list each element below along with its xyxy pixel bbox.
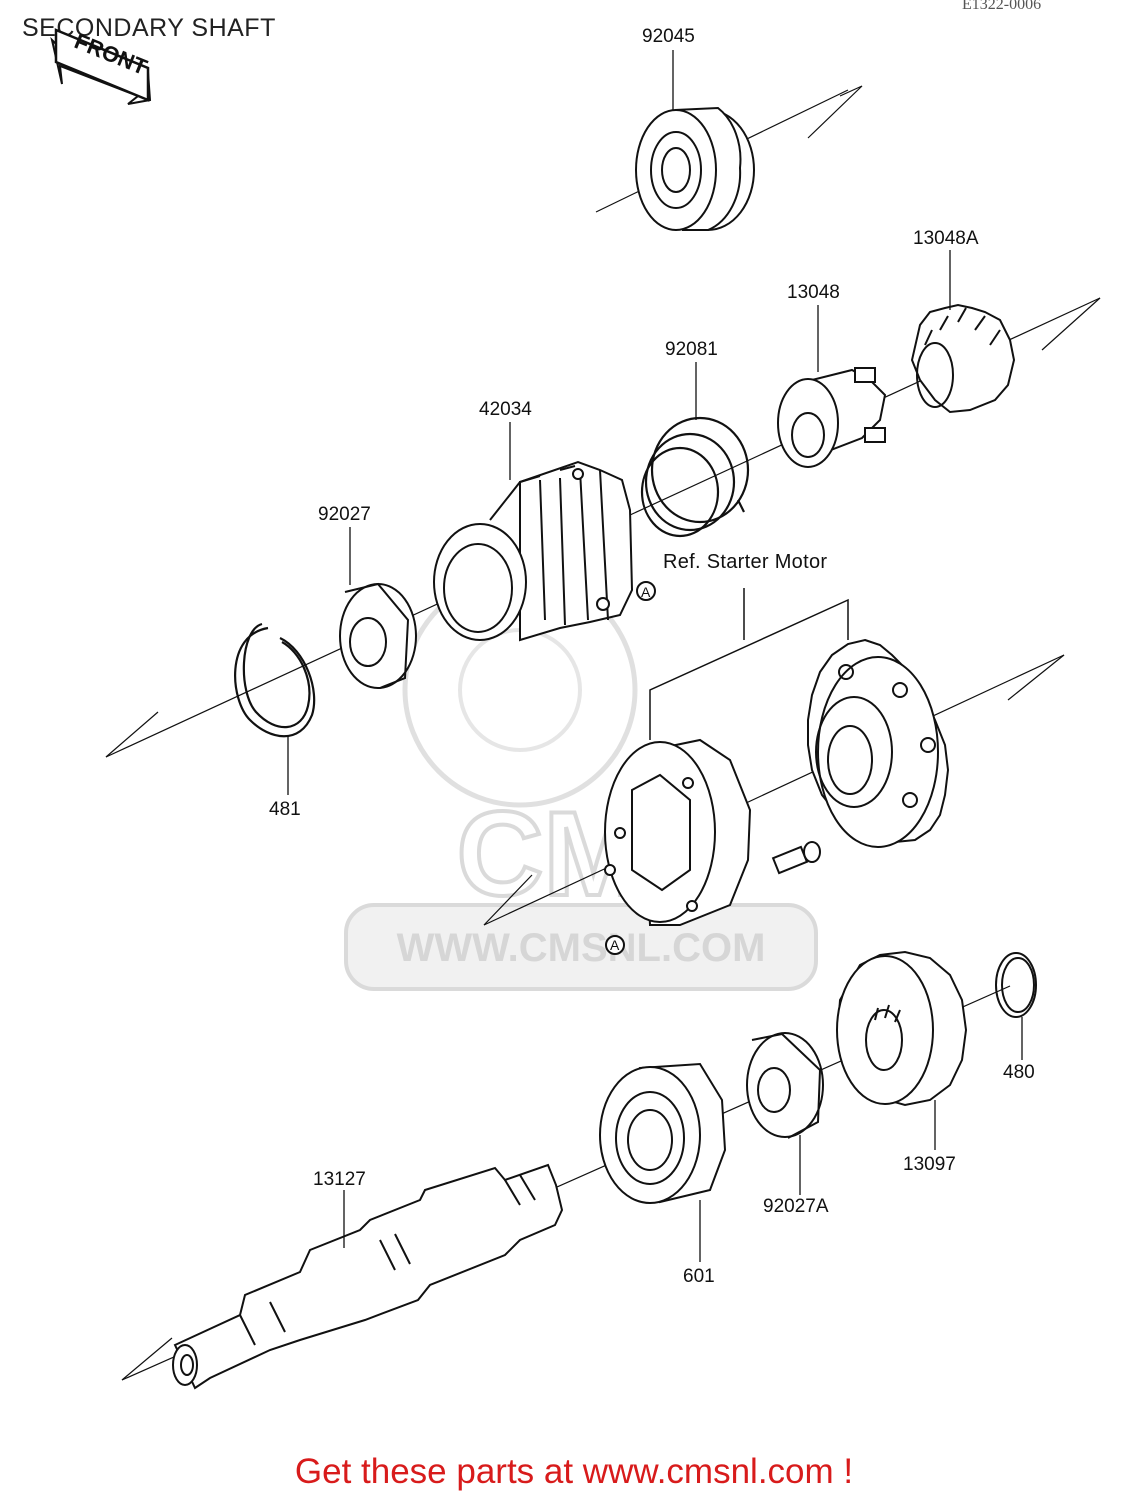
part-clutch-body: A <box>604 738 752 955</box>
part-starter-gear <box>807 638 950 848</box>
label-601: 601 <box>683 1266 715 1287</box>
part-481-circlip <box>234 622 316 738</box>
label-92081: 92081 <box>665 339 718 360</box>
diagram-code: E1322-0006 <box>962 0 1042 13</box>
part-601-bearing <box>599 1062 727 1204</box>
ref-marker-circle <box>636 581 656 601</box>
label-13127: 13127 <box>313 1169 366 1190</box>
label-92027A: 92027A <box>763 1196 829 1217</box>
part-13127-shaft <box>172 1163 564 1390</box>
part-13048-hub <box>777 367 887 468</box>
footer-link[interactable]: Get these parts at www.cmsnl.com ! <box>294 1452 854 1491</box>
ref-marker-top: A <box>641 584 651 600</box>
part-92027-washer <box>339 582 417 689</box>
label-480: 480 <box>1003 1062 1035 1083</box>
label-92027: 92027 <box>318 504 371 525</box>
part-13097-gear <box>836 950 968 1107</box>
part-92045-bearing <box>635 106 755 231</box>
label-42034: 42034 <box>479 399 532 420</box>
ref-starter-motor-note: Ref. Starter Motor <box>663 551 827 573</box>
ref-bracket <box>649 588 849 740</box>
label-13048: 13048 <box>787 282 840 303</box>
ref-marker-bottom: A <box>610 937 620 953</box>
part-42034-housing: A <box>433 460 656 642</box>
label-13048A: 13048A <box>913 228 979 249</box>
part-13048A-gear <box>910 303 1016 414</box>
label-481: 481 <box>269 799 301 820</box>
part-92027A-washer <box>746 1032 824 1139</box>
part-bolt <box>771 841 821 875</box>
watermark-url: WWW.CMSNL.COM <box>397 926 766 970</box>
leader-lines <box>287 50 1023 1262</box>
part-92081-spring <box>640 416 750 538</box>
label-13097: 13097 <box>903 1154 956 1175</box>
label-92045: 92045 <box>642 26 695 47</box>
axis-lines <box>105 85 1101 1381</box>
front-arrow: FRONT <box>50 28 151 105</box>
part-labels: 92045 13048A 13048 92081 42034 92027 481… <box>269 26 1035 1287</box>
parts-diagram: WWW.CMSNL.COM CMS FRONT <box>50 26 1101 1390</box>
part-480-circlip <box>995 952 1037 1018</box>
